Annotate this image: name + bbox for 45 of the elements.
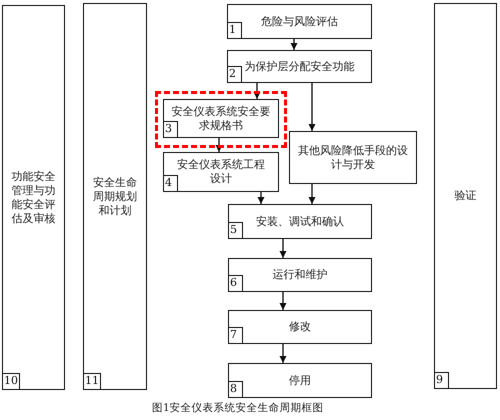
step-label: 危险与风险评估 xyxy=(261,14,338,28)
arrow xyxy=(254,83,260,99)
step-label: 功能安全管理与功能安全评估及审核 xyxy=(10,170,56,226)
step-number: 6 xyxy=(229,275,243,291)
arrow xyxy=(280,292,286,310)
arrow xyxy=(308,83,316,131)
highlight-frame xyxy=(155,91,287,148)
step-number: 11 xyxy=(84,373,101,389)
arrow xyxy=(258,192,264,204)
process-box xyxy=(228,363,372,398)
step-number: 10 xyxy=(3,373,20,389)
process-box xyxy=(83,3,147,390)
arrow xyxy=(280,239,286,258)
arrow xyxy=(216,138,222,152)
step-label: 修改 xyxy=(289,320,311,334)
step-number: 4 xyxy=(164,175,178,191)
figure-caption: 图1安全仪表系统安全生命周期框图 xyxy=(152,402,324,415)
step-label: 为保护层分配安全功能 xyxy=(244,60,354,74)
step-number: 1 xyxy=(228,22,242,38)
process-box xyxy=(228,258,372,292)
step-number: 7 xyxy=(229,327,243,343)
step-label: 停用 xyxy=(289,374,311,388)
step-label: 验证 xyxy=(454,189,478,203)
step-number: 3 xyxy=(164,121,178,137)
step-label: 安全仪表系统工程设计 xyxy=(176,158,266,186)
arrow xyxy=(308,184,316,204)
step-label: 其他风险降低手段的设计与开发 xyxy=(297,144,409,172)
step-number: 9 xyxy=(435,372,449,388)
step-number: 2 xyxy=(228,66,242,82)
arrow xyxy=(290,39,298,50)
step-label: 安全生命周期规划和计划 xyxy=(92,176,138,218)
process-box xyxy=(2,5,65,390)
process-box xyxy=(434,3,497,389)
process-box xyxy=(228,310,372,344)
step-label: 运行和维护 xyxy=(272,268,328,282)
step-label: 安装、调试和确认 xyxy=(256,214,344,228)
step-number: 8 xyxy=(229,381,243,397)
step-number: 5 xyxy=(229,222,243,238)
process-box xyxy=(227,4,372,39)
arrow xyxy=(280,344,286,363)
process-box xyxy=(228,204,372,239)
process-box xyxy=(163,99,279,138)
process-box xyxy=(227,50,372,83)
process-box xyxy=(289,131,417,184)
process-box xyxy=(163,152,279,192)
